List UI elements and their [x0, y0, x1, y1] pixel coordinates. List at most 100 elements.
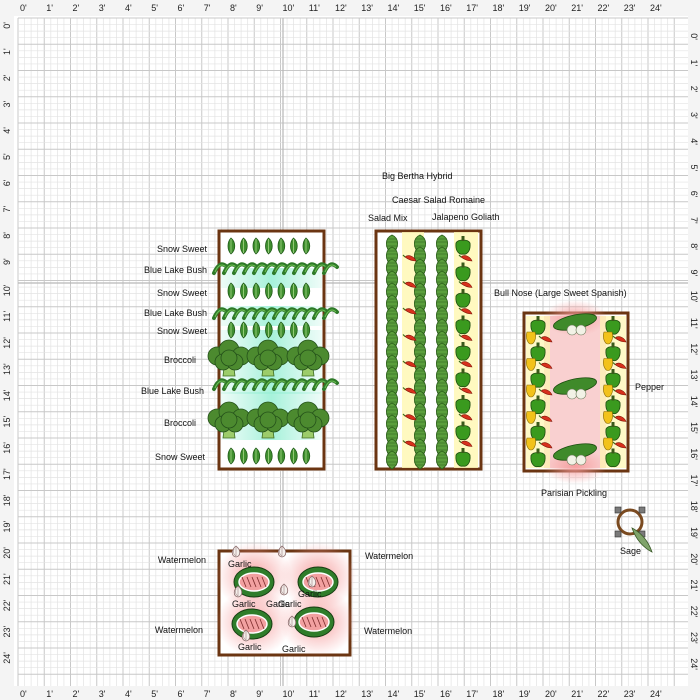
- selection-handle[interactable]: [638, 506, 646, 514]
- lettuce-column: [435, 234, 449, 470]
- ruler-right-tick: 16': [689, 448, 699, 460]
- bed-3-label-3: Parisian Pickling: [541, 488, 607, 498]
- jalapeno-icon: [458, 334, 473, 341]
- ruler-bottom: 0'1'2'3'4'5'6'7'8'9'10'11'12'13'14'15'16…: [0, 686, 700, 700]
- ruler-bottom-tick: 7': [204, 689, 211, 699]
- coverage-glow: [221, 268, 322, 288]
- jalapeno-icon: [402, 307, 417, 315]
- jalapeno-icon: [612, 362, 627, 369]
- ruler-left-tick: 14': [2, 389, 12, 401]
- ruler-top-tick: 10': [283, 3, 295, 13]
- ruler-left-tick: 15': [2, 415, 12, 427]
- ruler-right-tick: 8': [689, 243, 699, 250]
- pea-pod-icon: [265, 237, 273, 255]
- pea-pod-icon: [277, 237, 286, 255]
- bed-1-label-6: Broccoli: [164, 355, 196, 365]
- garlic-label: Garlic: [282, 644, 306, 654]
- pea-row: [227, 282, 311, 300]
- ruler-bottom-tick: 10': [283, 689, 295, 699]
- ruler-right-tick: 24': [689, 658, 699, 670]
- ruler-right-bg: [688, 16, 700, 686]
- ruler-bottom-tick: 17': [466, 689, 478, 699]
- ruler-top-tick: 14': [388, 3, 400, 13]
- jalapeno-icon: [538, 335, 553, 343]
- bed-1-label-5: Snow Sweet: [157, 326, 208, 336]
- sage-plant[interactable]: [614, 506, 653, 553]
- cucumber-icon: [553, 313, 597, 336]
- bell-pepper-icon: [530, 448, 546, 468]
- bed-2-label-1: Big Bertha Hybrid: [382, 171, 453, 181]
- pea-pod-icon: [277, 447, 286, 465]
- jalapeno-icon: [402, 440, 417, 447]
- ruler-left-tick: 0': [2, 22, 12, 29]
- pea-pod-icon: [252, 321, 261, 339]
- broccoli-icon: [207, 401, 251, 439]
- jalapeno-icon: [402, 387, 417, 394]
- ruler-left-tick: 9': [2, 258, 12, 265]
- ruler-left-tick: 6': [2, 179, 12, 186]
- ruler-top-tick: 4': [125, 3, 132, 13]
- ruler-left-tick: 21': [2, 573, 12, 585]
- ruler-bottom-tick: 23': [624, 689, 636, 699]
- ruler-top-tick: 3': [99, 3, 106, 13]
- bed-3[interactable]: [522, 300, 630, 484]
- jalapeno-icon: [458, 413, 473, 421]
- garlic-icon: [277, 545, 287, 558]
- selection-handle[interactable]: [614, 530, 622, 538]
- green-bean-icon: [212, 307, 339, 320]
- ruler-right-tick: 12': [689, 343, 699, 355]
- ruler-bottom-tick: 5': [151, 689, 158, 699]
- jalapeno-icon: [458, 307, 473, 315]
- bell-pepper-icon: [603, 411, 613, 424]
- ruler-top-tick: 15': [414, 3, 426, 13]
- bell-pepper-icon: [526, 437, 536, 451]
- bell-pepper-icon: [603, 331, 613, 345]
- bell-pepper-icon: [526, 358, 536, 371]
- garlic-label: Garlic: [232, 599, 256, 609]
- jalapeno-icon: [402, 254, 417, 262]
- jalapeno-icon: [538, 415, 553, 422]
- watermelon-label-3: Watermelon: [155, 625, 203, 635]
- pea-pod-icon: [240, 237, 248, 255]
- ruler-top-tick: 1': [46, 3, 53, 13]
- bed-2-plants: [385, 232, 478, 470]
- ruler-top-tick: 22': [598, 3, 610, 13]
- bell-pepper-icon: [455, 448, 471, 467]
- selection-handle[interactable]: [614, 506, 622, 514]
- ruler-bottom-tick: 22': [598, 689, 610, 699]
- pea-pod-icon: [302, 321, 311, 339]
- ruler-bottom-tick: 19': [519, 689, 531, 699]
- bed-1-label-1: Snow Sweet: [157, 244, 208, 254]
- bed-3-labels: Bull Nose (Large Sweet Spanish) Pepper P…: [494, 288, 664, 498]
- jalapeno-column: [402, 254, 417, 447]
- watermelon-icon: [233, 566, 275, 598]
- bed-2-label-3: Salad Mix: [368, 213, 408, 223]
- garlic-icon: [279, 583, 289, 596]
- jalapeno-icon: [458, 387, 473, 394]
- bell-pepper-icon: [605, 448, 621, 468]
- sage-ring: [616, 508, 644, 536]
- pea-pod-icon: [265, 321, 273, 339]
- garlic-label: Garlic: [298, 589, 322, 599]
- watermelon-label-2: Watermelon: [365, 551, 413, 561]
- bell-pepper-icon: [455, 315, 471, 335]
- ruler-left-tick: 8': [2, 232, 12, 239]
- jalapeno-icon: [538, 441, 553, 449]
- ruler-bottom-tick: 14': [388, 689, 400, 699]
- jalapeno-icon: [612, 388, 627, 396]
- bell-pepper-icon: [603, 384, 613, 398]
- jalapeno-icon: [402, 334, 417, 341]
- bed-3-plants: [526, 300, 627, 484]
- ruler-bottom-tick: 21': [571, 689, 583, 699]
- bed-1[interactable]: [207, 229, 339, 471]
- ruler-left-bg: [0, 16, 14, 686]
- bed-2[interactable]: [374, 229, 483, 471]
- ruler-right-tick: 22': [689, 606, 699, 618]
- ruler-bottom-tick: 20': [545, 689, 557, 699]
- pea-pod-icon: [252, 237, 261, 255]
- bell-pepper-icon: [526, 331, 536, 345]
- ruler-top-tick: 20': [545, 3, 557, 13]
- ruler-left-tick: 5': [2, 153, 12, 160]
- ruler-left-tick: 17': [2, 468, 12, 480]
